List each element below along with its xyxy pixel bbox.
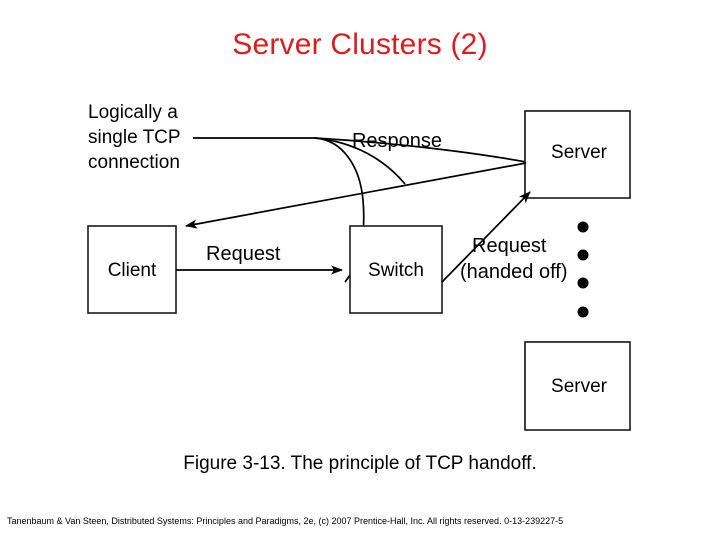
figure-caption: Figure 3-13. The principle of TCP handof… <box>183 453 537 474</box>
ellipsis-dot <box>577 277 589 289</box>
node-server-bottom[interactable]: Server <box>524 341 631 431</box>
server-bottom-label: Server <box>551 376 608 397</box>
node-switch[interactable]: Switch <box>349 225 443 314</box>
annotation-line-2: single TCP <box>88 127 181 148</box>
annotation-tcp-connection: Logically a single TCP connection <box>88 102 181 173</box>
annotation-line-1: Logically a <box>88 102 178 123</box>
logical-curve-shallow <box>314 137 527 163</box>
client-box[interactable] <box>87 225 177 314</box>
footer-credit: Tanenbaum & Van Steen, Distributed Syste… <box>7 516 564 526</box>
node-client[interactable]: Client <box>87 225 177 314</box>
switch-label: Switch <box>368 260 424 281</box>
page-title: Server Clusters (2) <box>232 28 488 61</box>
request-handoff-arrow <box>441 191 531 283</box>
response-arrow <box>185 162 527 229</box>
server-ellipsis-dots <box>577 221 589 318</box>
client-label: Client <box>108 260 157 281</box>
ellipsis-dot <box>577 306 589 318</box>
edge-response-server-client: Response <box>185 130 527 229</box>
edge-request-client-switch: Request <box>176 243 343 275</box>
response-label: Response <box>352 130 442 152</box>
figure-diagram: Logically a single TCP connection Client <box>60 92 660 440</box>
server-top-label: Server <box>551 142 608 163</box>
ellipsis-dot <box>577 249 589 261</box>
annotation-line-3: connection <box>88 152 180 173</box>
diagram-svg: Logically a single TCP connection Client <box>87 102 631 431</box>
request-handoff-label-line1: Request <box>472 235 547 257</box>
request-label: Request <box>206 243 281 265</box>
node-server-top[interactable]: Server <box>524 110 631 199</box>
server-bottom-box[interactable] <box>524 341 631 431</box>
server-top-box[interactable] <box>524 110 631 199</box>
ellipsis-dot <box>577 221 589 233</box>
switch-box[interactable] <box>349 225 443 314</box>
request-handoff-label-line2: (handed off) <box>460 261 568 283</box>
edge-request-handoff: Request (handed off) <box>441 191 568 283</box>
logical-curve-medium <box>314 137 406 185</box>
